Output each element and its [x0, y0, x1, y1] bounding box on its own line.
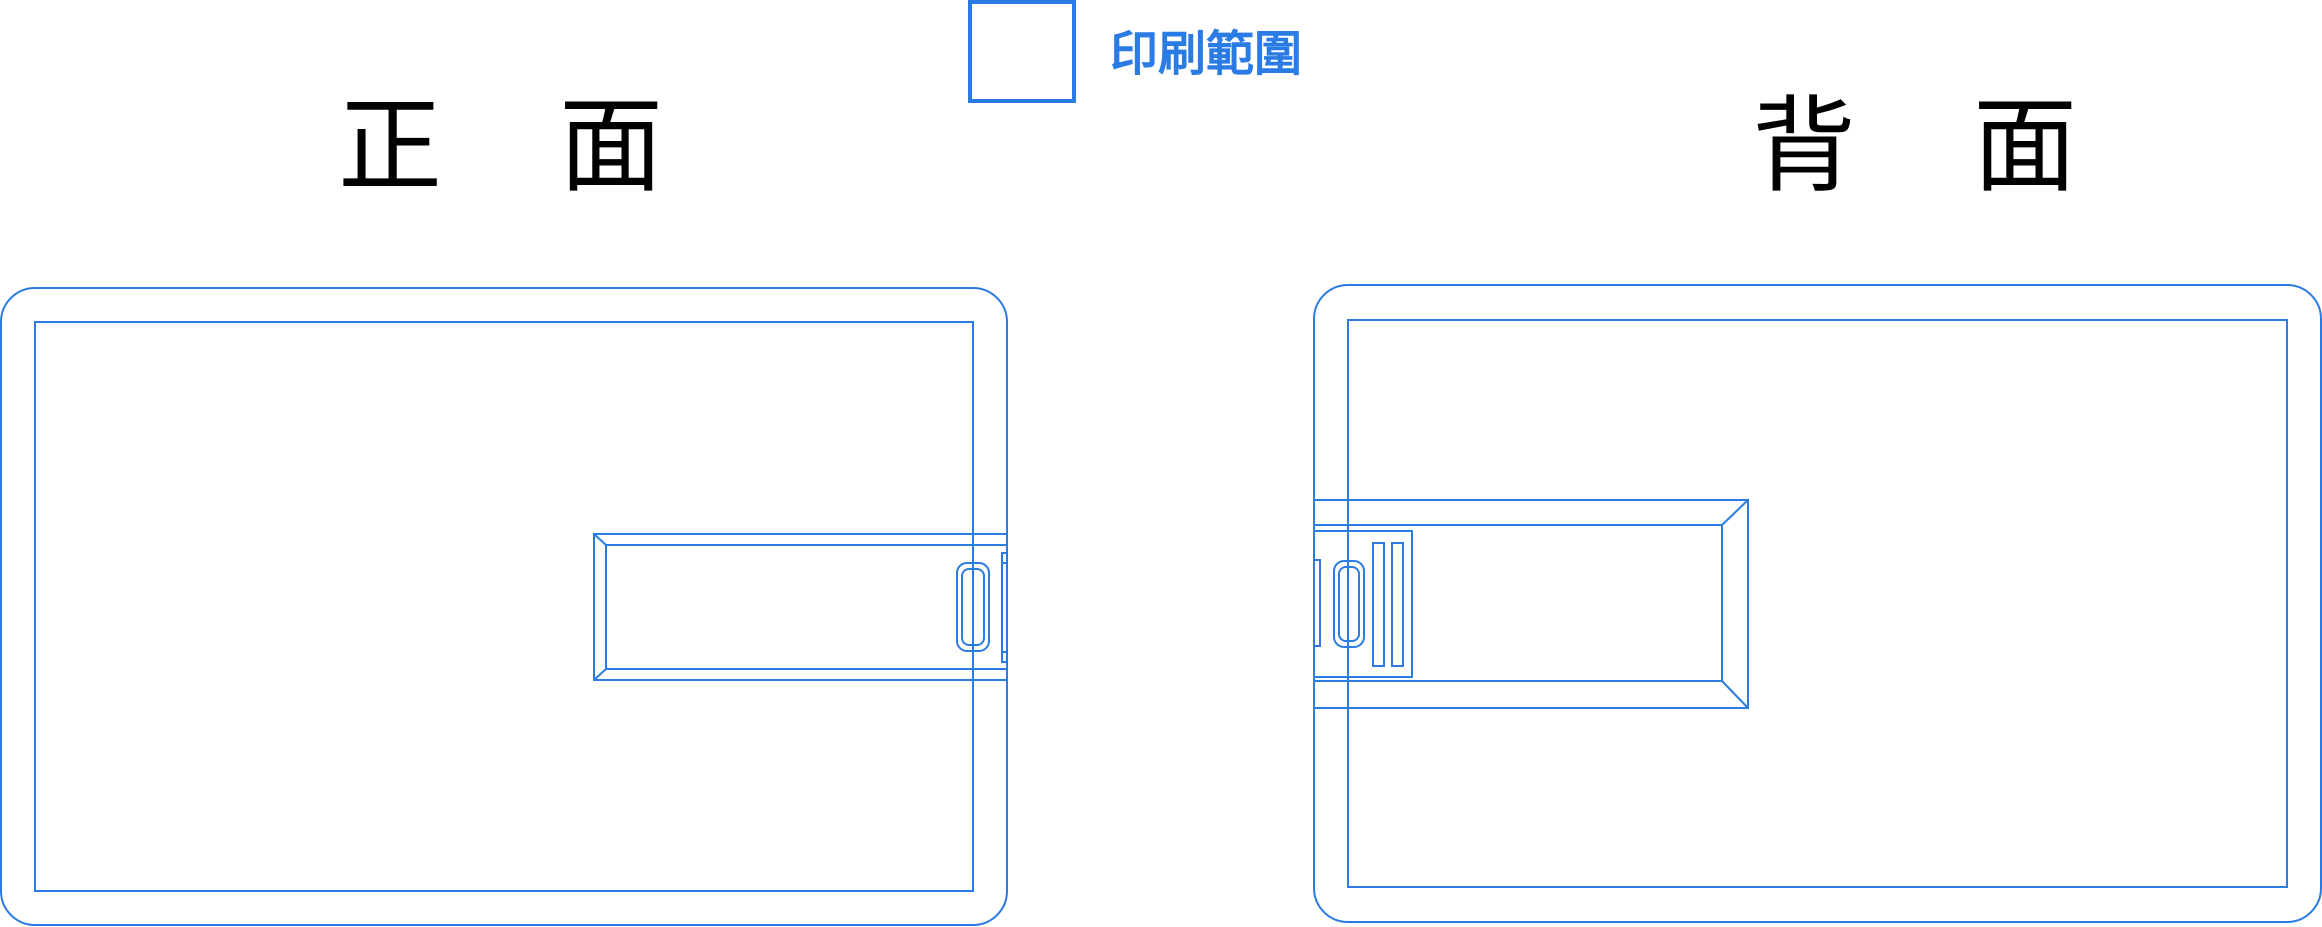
print-area-legend-swatch [968, 0, 1076, 103]
back-print-area [1347, 319, 2288, 888]
back-slider-outer [1314, 499, 1749, 709]
front-card [0, 287, 1008, 926]
back-connector-inner [1338, 566, 1360, 642]
back-contact-bar-2 [1391, 542, 1404, 667]
back-card-outline [1313, 284, 2322, 923]
front-print-area [34, 321, 974, 892]
back-connector-outer [1333, 560, 1365, 648]
front-usb-slider [593, 533, 1008, 681]
front-connector-outer [956, 562, 990, 652]
back-slider-bevel-bottom [1721, 680, 1749, 709]
front-slider-bevel-top [593, 533, 607, 546]
front-slider-notch [1001, 552, 1008, 663]
front-connector-inner [961, 568, 985, 646]
legend: 印刷範圍 [968, 0, 1302, 103]
back-title: 背 面 [1752, 85, 2119, 207]
front-card-outline [0, 287, 1008, 926]
print-area-legend-label: 印刷範圍 [1110, 26, 1302, 82]
back-card [1313, 284, 2322, 923]
back-connector-notch [1314, 559, 1321, 647]
front-slider-outer [593, 533, 1008, 681]
back-slider-bevel-top [1721, 499, 1749, 526]
front-slider-inner [605, 544, 1008, 670]
front-slider-bevel-bottom [593, 668, 607, 681]
back-slider-inner [1314, 524, 1723, 682]
front-title: 正 面 [338, 85, 705, 207]
back-usb-slider [1314, 499, 1749, 709]
back-connector-housing [1314, 530, 1413, 678]
back-contact-bar-1 [1372, 542, 1385, 667]
